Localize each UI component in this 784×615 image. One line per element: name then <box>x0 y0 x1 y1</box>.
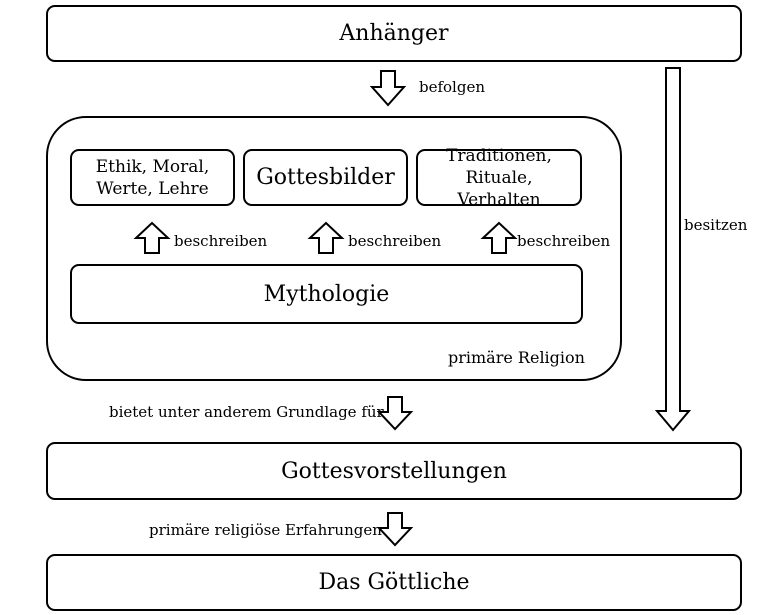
node-anhaenger-label: Anhänger <box>339 21 449 46</box>
arrow-befolgen-icon <box>369 70 407 107</box>
arrow-beschreiben-3-icon <box>480 221 518 254</box>
node-mythologie-label: Mythologie <box>263 281 390 307</box>
node-gottesbilder: Gottesbilder <box>243 149 408 206</box>
group-primaere-religion <box>46 116 622 381</box>
node-goettliche-label: Das Göttliche <box>318 570 470 595</box>
edge-label-beschreiben-1: beschreiben <box>174 232 268 250</box>
edge-label-besitzen: besitzen <box>684 216 748 234</box>
arrow-beschreiben-2-icon <box>307 221 345 254</box>
edge-label-beschreiben-2: beschreiben <box>348 232 442 250</box>
node-traditionen-label: Traditionen, Rituale, Verhalten <box>446 145 552 210</box>
arrow-grundlage-icon <box>376 396 414 431</box>
node-gottesbilder-label: Gottesbilder <box>256 165 395 190</box>
edge-label-beschreiben-3: beschreiben <box>517 232 611 250</box>
arrow-beschreiben-1-icon <box>133 221 171 254</box>
arrow-erfahrungen-icon <box>376 512 414 547</box>
node-traditionen: Traditionen, Rituale, Verhalten <box>416 146 582 210</box>
group-label: primäre Religion <box>448 348 585 367</box>
node-gottesvorstellungen: Gottesvorstellungen <box>46 442 742 500</box>
node-ethik-label: Ethik, Moral, Werte, Lehre <box>95 156 210 199</box>
node-ethik: Ethik, Moral, Werte, Lehre <box>70 149 235 206</box>
edge-label-grundlage: bietet unter anderem Grundlage für <box>109 403 384 421</box>
edge-label-befolgen: befolgen <box>419 78 485 96</box>
edge-label-erfahrungen: primäre religiöse Erfahrungen <box>149 521 382 539</box>
node-anhaenger: Anhänger <box>46 5 742 62</box>
node-mythologie: Mythologie <box>70 264 583 324</box>
node-gottesvorstellungen-label: Gottesvorstellungen <box>281 458 507 484</box>
arrow-besitzen-icon <box>654 67 692 432</box>
node-goettliche: Das Göttliche <box>46 554 742 611</box>
